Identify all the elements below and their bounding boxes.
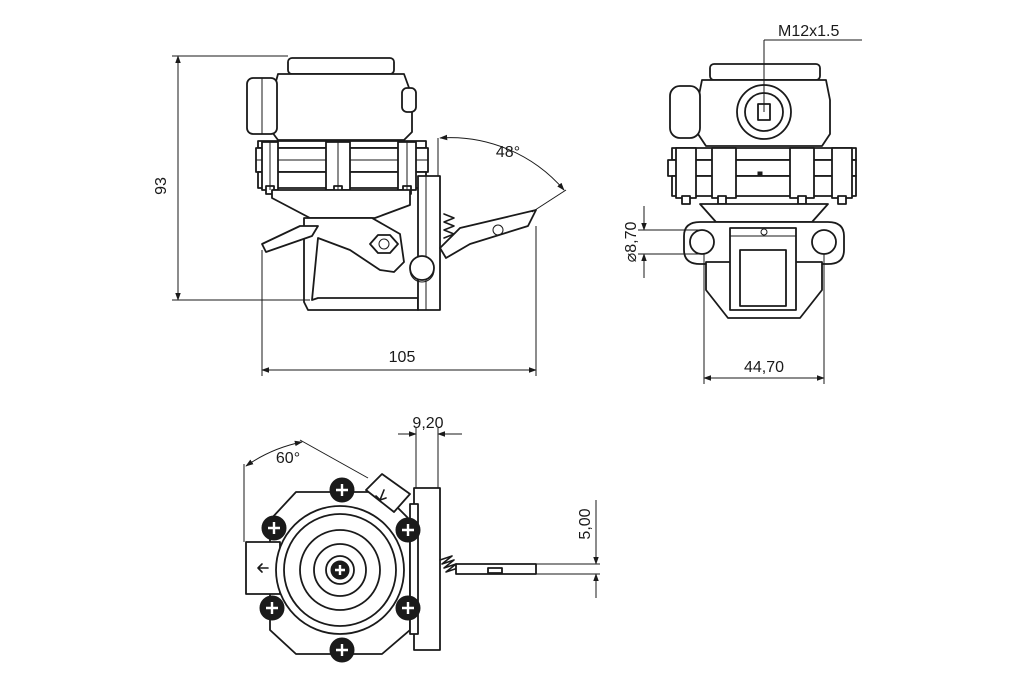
side-view-dimensions: 93 105 48° <box>153 55 567 376</box>
top-view-dimensions: 60° 9,20 5,00 <box>243 415 599 598</box>
top-screws <box>259 477 421 663</box>
dim-thread-m12: M12x1.5 <box>778 23 839 40</box>
front-view-dimensions: M12x1.5 ⌀8,70 44,70 <box>623 23 862 384</box>
dim-lever-thickness: 5,00 <box>577 508 594 539</box>
dim-mount-width: 44,70 <box>744 359 784 376</box>
front-view <box>667 63 857 319</box>
dim-angle-48: 48° <box>496 144 520 161</box>
front-flange-screws <box>675 147 853 205</box>
dim-width-105: 105 <box>389 349 416 366</box>
dim-height-93: 93 <box>153 177 170 195</box>
side-view <box>246 57 537 311</box>
dim-hole-diameter: ⌀8,70 <box>623 222 640 263</box>
top-view <box>245 473 600 663</box>
dim-angle-60: 60° <box>276 450 300 467</box>
dim-flange-offset: 9,20 <box>412 415 443 432</box>
